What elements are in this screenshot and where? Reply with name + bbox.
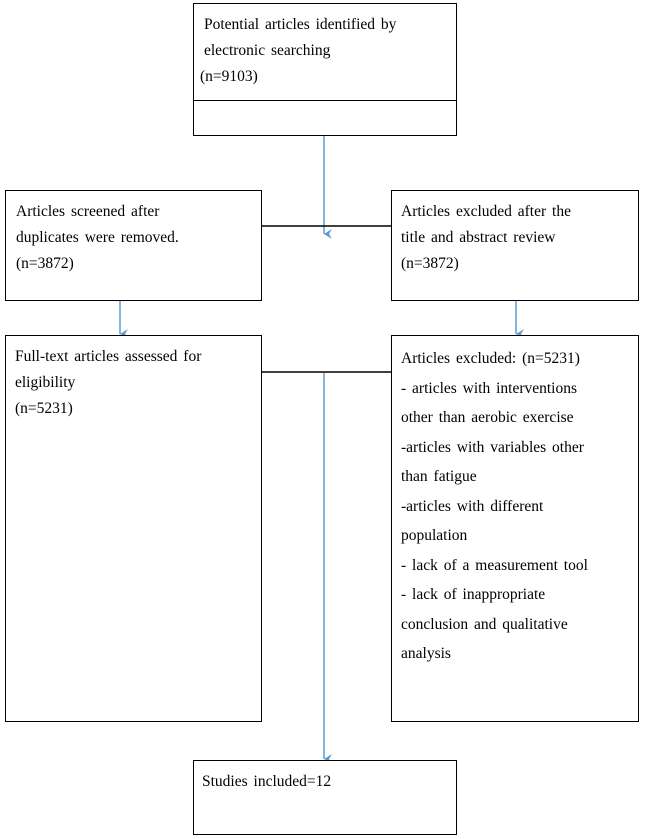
fulltext-line-1: Full-text articles assessed for xyxy=(15,348,202,365)
excluded-fulltext-line-9: - lack of inappropriate xyxy=(401,586,546,603)
excluded-fulltext-line-5: than fatigue xyxy=(401,468,477,485)
excluded-title-line-2: title and abstract review xyxy=(401,229,556,246)
box-excluded-title: Articles excluded after the title and ab… xyxy=(391,190,639,301)
box-included: Studies included=12 xyxy=(193,760,457,835)
excluded-fulltext-line-2: - articles with interventions xyxy=(401,379,578,397)
box-fulltext: Full-text articles assessed for eligibil… xyxy=(5,335,262,722)
box-identified: Potential articles identified by electro… xyxy=(193,3,457,136)
screened-line-2: duplicates were removed. xyxy=(16,229,179,246)
identified-line-2: electronic searching xyxy=(204,42,331,59)
excluded-fulltext-line-8: - lack of a measurement tool xyxy=(401,556,588,574)
screened-line-1: Articles screened after xyxy=(16,203,160,220)
box-screened: Articles screened after duplicates were … xyxy=(5,190,262,301)
excluded-fulltext-line-11: analysis xyxy=(401,645,451,662)
excluded-fulltext-line-10: conclusion and qualitative xyxy=(401,615,568,633)
excluded-fulltext-line-6: -articles with different xyxy=(401,497,544,515)
excluded-fulltext-line-1: Articles excluded: (n=5231) xyxy=(401,350,580,367)
identified-divider xyxy=(194,100,456,101)
included-line-1: Studies included=12 xyxy=(202,773,332,790)
excluded-title-line-3: (n=3872) xyxy=(401,255,459,272)
excluded-fulltext-line-4: -articles with variables other xyxy=(401,438,584,456)
excluded-fulltext-line-3: other than aerobic exercise xyxy=(401,409,574,426)
excluded-fulltext-line-7: population xyxy=(401,527,468,544)
fulltext-line-2: eligibility xyxy=(15,374,76,391)
identified-line-1: Potential articles identified by xyxy=(204,16,397,33)
box-excluded-fulltext: Articles excluded: (n=5231) - articles w… xyxy=(391,335,639,722)
excluded-title-line-1: Articles excluded after the xyxy=(401,203,571,220)
identified-line-3: (n=9103) xyxy=(200,68,258,85)
screened-line-3: (n=3872) xyxy=(16,255,74,272)
fulltext-line-3: (n=5231) xyxy=(15,400,73,417)
